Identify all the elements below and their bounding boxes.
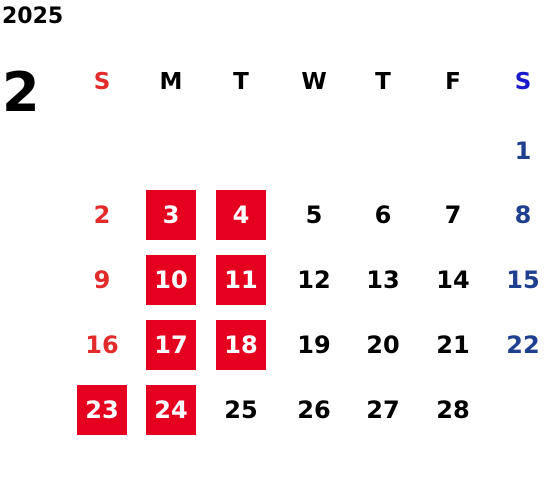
weekday-tue: T [233, 69, 249, 95]
day-9[interactable]: 9 [93, 266, 111, 294]
day-23[interactable]: 23 [77, 385, 127, 435]
day-22[interactable]: 22 [506, 331, 540, 359]
day-16[interactable]: 16 [85, 331, 119, 359]
weekday-fri: F [445, 69, 461, 95]
weekday-wed: W [301, 69, 327, 95]
day-1[interactable]: 1 [514, 137, 532, 165]
day-25[interactable]: 25 [224, 396, 258, 424]
calendar-year: 2025 [2, 4, 64, 29]
day-6[interactable]: 6 [374, 201, 392, 229]
day-24[interactable]: 24 [146, 385, 196, 435]
day-7[interactable]: 7 [444, 201, 462, 229]
day-17[interactable]: 17 [146, 320, 196, 370]
day-2[interactable]: 2 [93, 201, 111, 229]
day-19[interactable]: 19 [297, 331, 331, 359]
day-8[interactable]: 8 [514, 201, 532, 229]
day-13[interactable]: 13 [366, 266, 400, 294]
day-20[interactable]: 20 [366, 331, 400, 359]
weekday-mon: M [159, 69, 183, 95]
weekday-sun: S [93, 69, 111, 95]
day-15[interactable]: 15 [506, 266, 540, 294]
day-12[interactable]: 12 [297, 266, 331, 294]
day-26[interactable]: 26 [297, 396, 331, 424]
day-11[interactable]: 11 [216, 255, 266, 305]
day-5[interactable]: 5 [305, 201, 323, 229]
day-14[interactable]: 14 [436, 266, 470, 294]
day-27[interactable]: 27 [366, 396, 400, 424]
day-3[interactable]: 3 [146, 190, 196, 240]
day-18[interactable]: 18 [216, 320, 266, 370]
day-10[interactable]: 10 [146, 255, 196, 305]
day-21[interactable]: 21 [436, 331, 470, 359]
weekday-sat: S [514, 69, 532, 95]
calendar-month: 2 [2, 61, 40, 124]
day-28[interactable]: 28 [436, 396, 470, 424]
weekday-thu: T [375, 69, 391, 95]
day-4[interactable]: 4 [216, 190, 266, 240]
